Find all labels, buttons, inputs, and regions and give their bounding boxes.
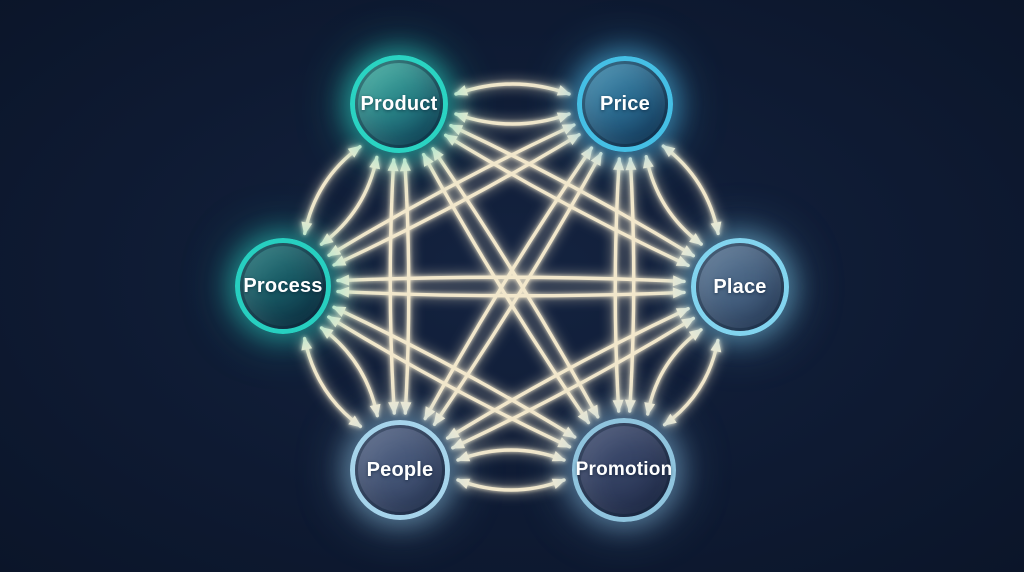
arrow-process-promotion — [332, 305, 577, 439]
arrow-product-place — [443, 133, 690, 268]
arrow-product-promotion — [431, 147, 600, 419]
node-label-promotion: Promotion — [575, 459, 673, 480]
node-label-place: Place — [713, 275, 767, 298]
arrow-process-product — [301, 145, 362, 236]
node-label-people: People — [366, 458, 434, 481]
arrow-process-place — [336, 286, 686, 299]
arrow-price-place — [661, 144, 722, 236]
arrow-price-process — [332, 133, 581, 267]
arrow-product-price — [454, 112, 571, 126]
node-promotion: Promotion — [572, 418, 676, 522]
node-label-price: Price — [600, 92, 650, 115]
arrow-promotion-people — [456, 478, 566, 492]
arrow-people-place — [445, 307, 690, 440]
node-product: Product — [350, 55, 448, 153]
arrow-people-process — [301, 336, 363, 429]
node-label-product: Product — [360, 92, 438, 115]
node-people: People — [350, 420, 450, 520]
arrow-product-price — [454, 82, 571, 96]
arrow-price-promotion — [612, 157, 625, 413]
node-place: Place — [691, 238, 789, 336]
node-label-process: Process — [243, 274, 323, 297]
arrow-place-promotion — [662, 338, 722, 427]
arrow-product-people — [399, 158, 412, 415]
arrow-price-people — [432, 151, 603, 426]
arrow-product-promotion — [421, 152, 591, 425]
arrow-promotion-people — [456, 448, 566, 462]
arrow-process-place — [336, 274, 686, 287]
node-process: Process — [235, 238, 331, 334]
arrow-product-people — [387, 158, 400, 415]
arrow-price-people — [423, 146, 594, 421]
node-price: Price — [577, 56, 673, 152]
arrow-price-promotion — [624, 157, 637, 413]
